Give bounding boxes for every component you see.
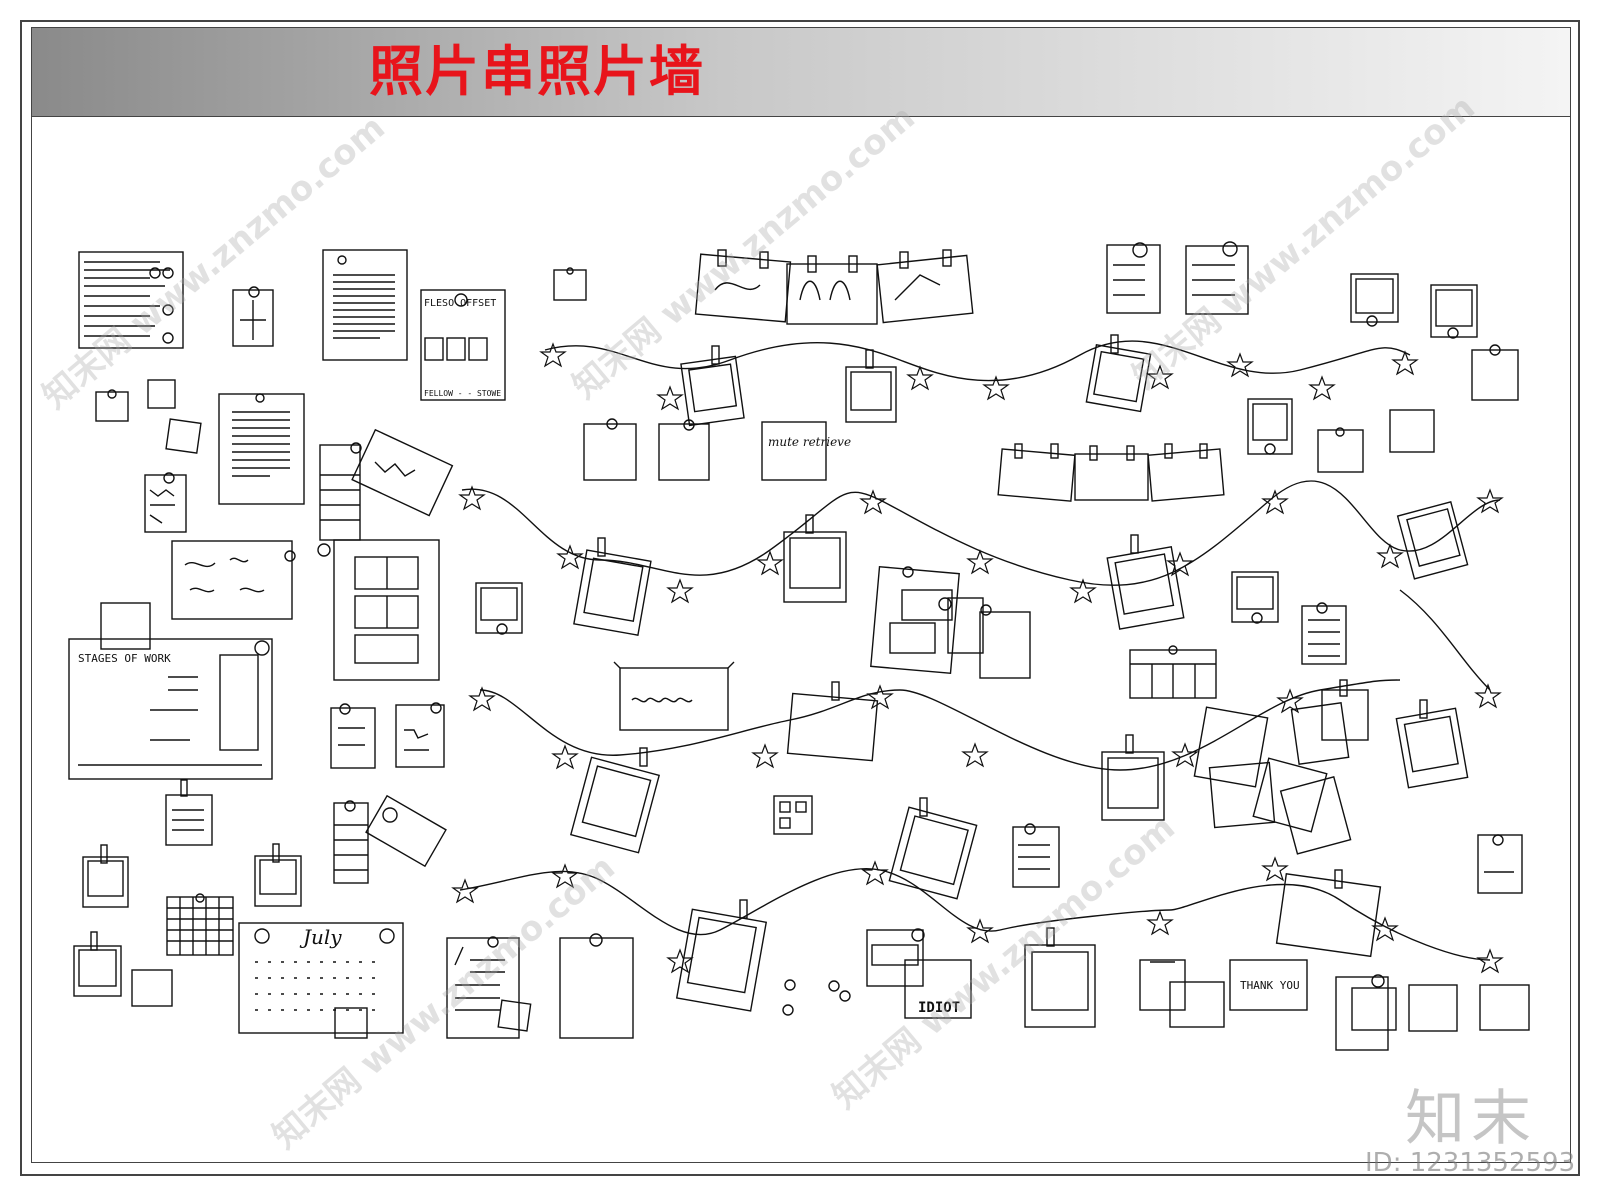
tilted-sketch-card [351, 428, 454, 517]
stages-title: STAGES OF WORK [78, 652, 171, 665]
doodle-card [171, 540, 296, 620]
document-stack [218, 393, 305, 505]
mute-note: mute retrieve [768, 435, 851, 449]
idiot-label: IDIOT [918, 1000, 960, 1016]
tilted-card-pin [365, 794, 447, 868]
july-calendar: July [238, 922, 404, 1039]
clip-photo-row-middle [997, 443, 1225, 502]
pinned-note-small [232, 286, 274, 347]
pinned-paper-left [165, 779, 213, 846]
id-label: ID: 1231352593 [1365, 1148, 1576, 1178]
idiot-card: IDIOT [904, 959, 972, 1019]
poster-fleso-offset: FLESO OFFSET FELLOW - - STOWE [420, 289, 506, 401]
handwritten-note-bottom [446, 936, 532, 1039]
qr-note [773, 795, 813, 835]
pinned-blank-sheet [559, 933, 634, 1039]
left-polaroids [73, 843, 302, 1007]
calendar-month: July [299, 925, 342, 949]
photo-collage-center [870, 565, 1031, 679]
brochure-card [317, 539, 440, 681]
string-line-2 [461, 480, 1501, 586]
poster-footer: FELLOW - - STOWE [424, 389, 501, 398]
brand-logo-text: 知末 [1405, 1084, 1537, 1154]
polaroid-string-2 [573, 500, 1469, 636]
drawing-sheet-border [20, 20, 1580, 1176]
push-pins-loose [782, 979, 851, 1016]
photo-pile-right [1193, 679, 1369, 855]
thank-you-label: THANK YOU [1240, 979, 1300, 992]
pennant-banner [613, 661, 735, 731]
small-frames [475, 273, 1478, 635]
string-line-3 [1399, 589, 1491, 691]
pinned-square-note [553, 267, 587, 301]
screen-note [866, 928, 925, 987]
right-top-notes [1106, 241, 1519, 473]
calendar-strip [1129, 645, 1217, 699]
small-blank-notes [95, 379, 202, 454]
star-decorations [451, 342, 1504, 974]
stages-of-work-board: STAGES OF WORK [68, 602, 273, 780]
string-line-4 [479, 679, 1401, 771]
striped-form [333, 800, 369, 884]
drawing-frame [31, 117, 1571, 1163]
small-checklist-notes [330, 702, 445, 769]
document-note-top-left [78, 251, 184, 349]
table-form [319, 442, 362, 541]
page-title: 照片串照片墙 [369, 40, 705, 103]
poster-title: FLESO OFFSET [424, 298, 496, 309]
small-cards-row: mute retrieve [583, 418, 851, 481]
sketch-note [144, 472, 187, 533]
handwritten-list-center [1012, 823, 1060, 888]
polaroid-string-4 [675, 797, 1382, 1028]
polaroid-string-3 [569, 681, 1469, 854]
sticky-notes-bottom-right: THANK YOU [1139, 834, 1530, 1051]
note-list-right [1301, 602, 1347, 665]
polaroid-string-1 [680, 334, 1152, 427]
string-line-5 [459, 868, 1491, 961]
string-line-1 [544, 340, 1411, 382]
grid-chart [166, 893, 234, 956]
letter-document [322, 249, 408, 361]
clip-photo-row-top [694, 249, 974, 325]
title-bar: 照片串照片墙 [31, 27, 1571, 117]
